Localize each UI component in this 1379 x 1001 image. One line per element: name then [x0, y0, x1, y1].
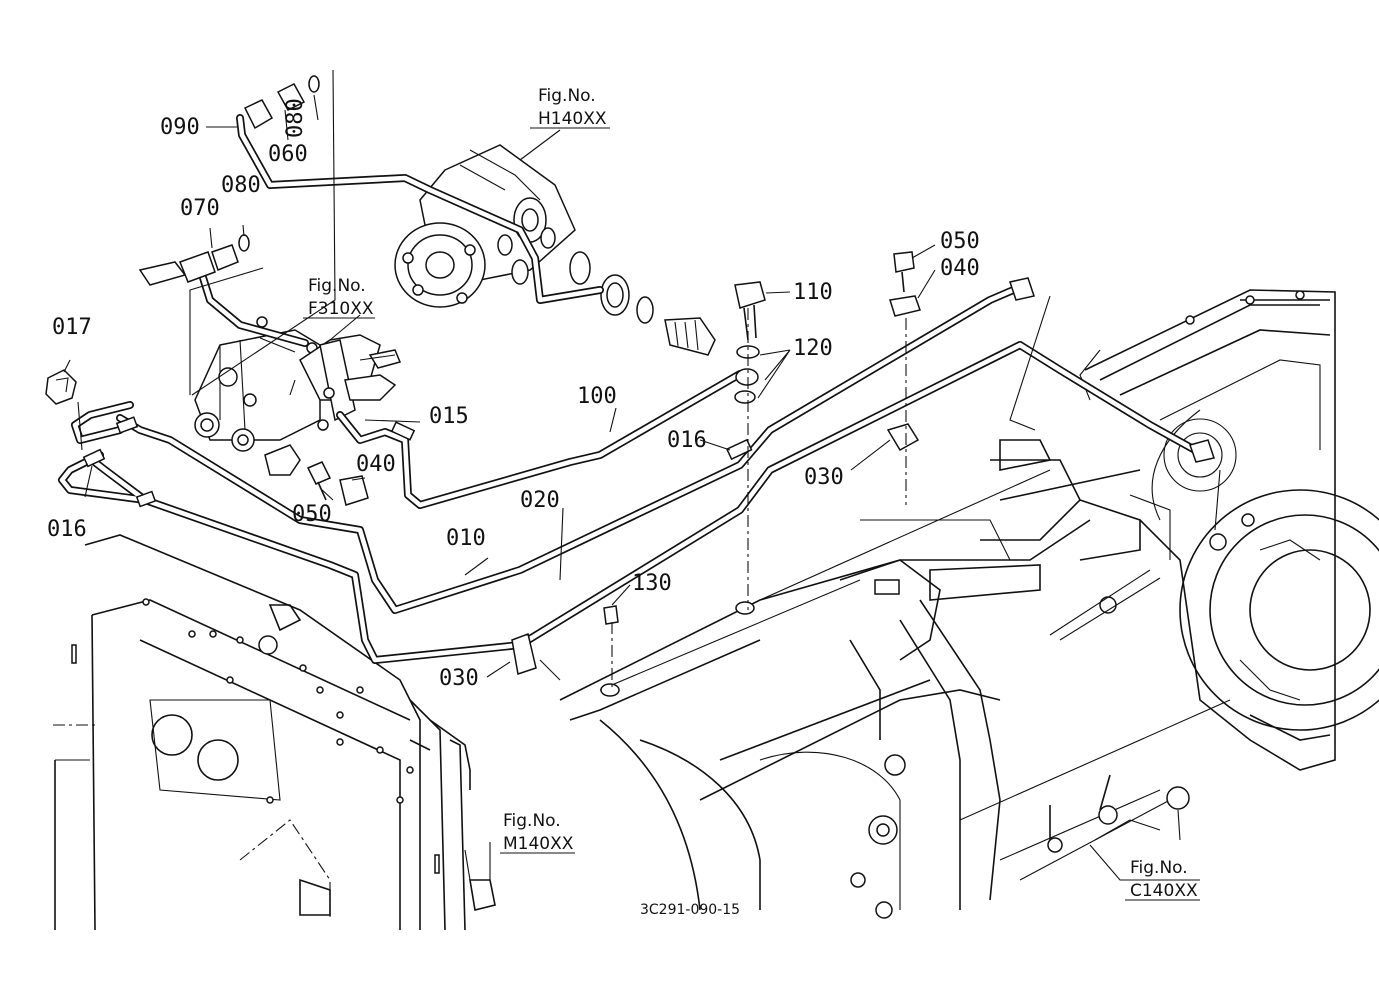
fitting-070: [179, 251, 216, 283]
callout-040: 040: [940, 256, 980, 281]
callout-labels: 090 060 080 080 070 017 015 040 050 016 …: [47, 98, 980, 691]
callout-100: 100: [577, 384, 617, 409]
callout-030: 030: [439, 666, 479, 691]
figure-references: Fig.No. H140XX Fig.No. F310XX Fig.No. M1…: [308, 86, 1198, 901]
fig-ref-h140-code: H140XX: [538, 109, 607, 129]
callout-080: 080: [283, 98, 308, 138]
callout-060: 060: [268, 142, 308, 167]
fittings: [45, 75, 1215, 697]
fitting-015: [390, 421, 416, 441]
fitting-016-mid: [725, 438, 753, 461]
callout-050: 050: [940, 229, 980, 254]
callout-030: 030: [804, 465, 844, 490]
fig-ref-f310-title: Fig.No.: [308, 276, 366, 296]
callout-110: 110: [793, 280, 833, 305]
bolt-050-right: [893, 251, 915, 273]
callout-016: 016: [47, 517, 87, 542]
center-frame: [559, 439, 1231, 919]
left-panel: [53, 534, 496, 931]
callout-070: 070: [180, 196, 220, 221]
clamp-040-right: [889, 295, 921, 317]
callout-016: 016: [667, 428, 707, 453]
callout-090: 090: [160, 115, 200, 140]
clamp-030-right: [886, 423, 920, 452]
bolt-050-left: [306, 461, 332, 485]
hydraulic-pump: [394, 144, 716, 356]
callout-020: 020: [520, 488, 560, 513]
fig-ref-h140-title: Fig.No.: [538, 86, 596, 106]
clamp-040-left: [339, 475, 369, 506]
o-ring-080-top: [308, 75, 320, 93]
callout-050: 050: [292, 502, 332, 527]
fig-ref-f310-code: F310XX: [308, 299, 374, 319]
fig-ref-m140-title: Fig.No.: [503, 811, 561, 831]
fig-ref-c140-code: C140XX: [1130, 881, 1198, 901]
ref-underlines: [303, 127, 1200, 901]
callout-130: 130: [632, 571, 672, 596]
plug-130: [603, 605, 619, 625]
leader-lines: [63, 69, 1221, 881]
banjo-union: [735, 368, 759, 386]
transmission-housing: [1079, 289, 1379, 771]
callout-080: 080: [221, 173, 261, 198]
fitting-090-end: [243, 99, 274, 130]
figure-code: 3C291-090-15: [640, 902, 740, 918]
callout-010: 010: [446, 526, 486, 551]
clamp-017: [45, 369, 77, 405]
washer-120b: [734, 390, 756, 404]
banjo-bolt-110: [734, 281, 766, 309]
callout-040: 040: [356, 452, 396, 477]
callout-015: 015: [429, 404, 469, 429]
clamp-030-left: [511, 632, 537, 675]
fig-ref-m140-code: M140XX: [503, 834, 574, 854]
o-ring-080: [238, 234, 250, 252]
callout-120: 120: [793, 336, 833, 361]
fig-ref-c140-title: Fig.No.: [1130, 858, 1188, 878]
control-valve: [194, 316, 402, 476]
pipe-020: [116, 284, 1022, 614]
callout-017: 017: [52, 315, 92, 340]
adapter-060: [276, 83, 306, 111]
